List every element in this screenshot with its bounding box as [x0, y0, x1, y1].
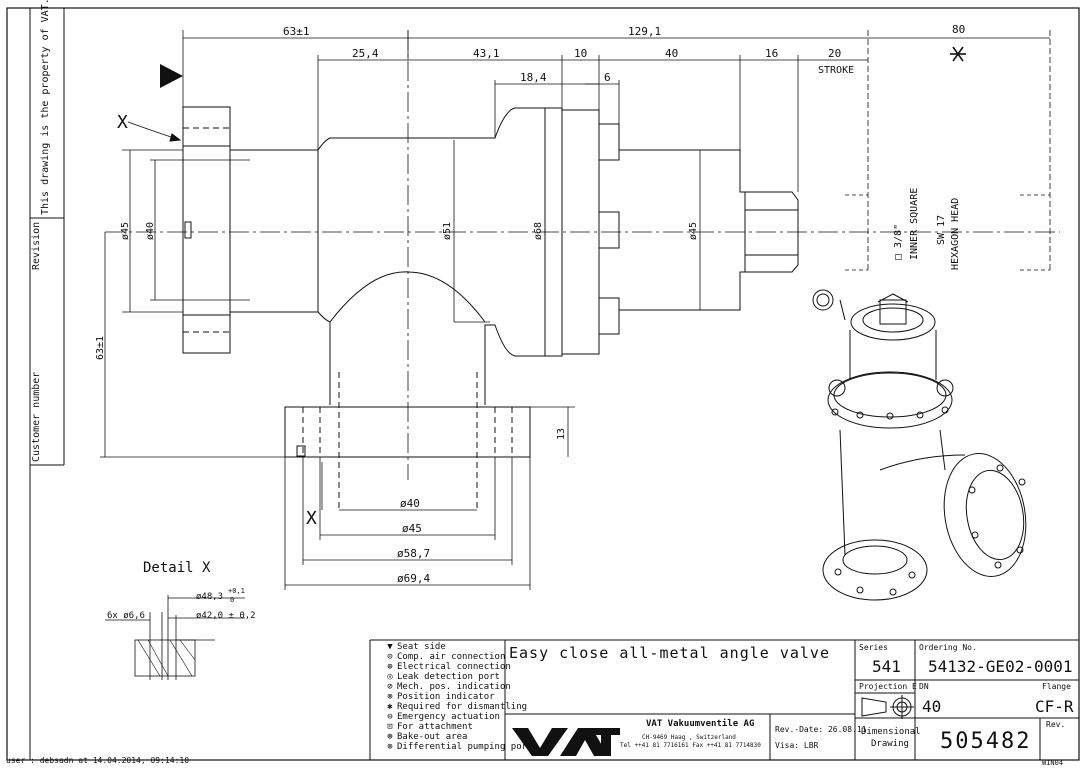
detail-x-view	[105, 595, 245, 680]
dim-18-4: 18,4	[520, 71, 547, 84]
position-indicator-icon	[812, 289, 834, 311]
dim-dia-45-right: ø45	[688, 221, 699, 240]
customer-number-label: Customer number	[31, 371, 42, 462]
flange-label: Flange	[1042, 682, 1071, 691]
vat-logo	[512, 728, 620, 756]
legend-item: ⊚Differential pumping port	[385, 742, 532, 752]
dim-16: 16	[765, 47, 779, 60]
asterisk-icon	[950, 46, 966, 62]
series-label: Series	[859, 643, 888, 652]
company-name: VAT Vakuumventile AG	[646, 719, 755, 729]
vertical-dimensions	[100, 110, 701, 458]
dim-40: 40	[665, 47, 679, 60]
legend-item: ✱Required for dismantling	[385, 702, 527, 712]
dn-label: DN	[919, 682, 929, 691]
series-value: 541	[872, 657, 901, 676]
section-x-bottom: X	[306, 508, 317, 529]
sheet-border	[6, 7, 1080, 761]
left-flange	[182, 106, 231, 354]
dim-129: 129,1	[628, 25, 662, 38]
detail-d48-tol-dn: 0	[230, 596, 235, 604]
legend-item: ⊕Electrical connection	[385, 662, 511, 672]
legend-item: ⊙Comp. air connection	[385, 652, 505, 662]
doc-type-line1: Dimensional	[861, 727, 921, 737]
corner-code: WIN04	[1042, 759, 1064, 767]
dim-dia-45-left: ø45	[120, 221, 131, 240]
legend-item: ⊗Position indicator	[385, 692, 494, 702]
detail-d42: ø42,0 ± 0,2	[196, 611, 256, 621]
doc-type-line2: Drawing	[871, 739, 909, 749]
detail-d48: ø48,3	[196, 592, 224, 602]
sw17-label: SW 17	[936, 214, 947, 245]
stroke-label: STROKE	[818, 65, 855, 76]
seat-side-marker	[160, 64, 183, 88]
dim-dia-68: ø68	[533, 221, 544, 240]
dim-25-4: 25,4	[352, 47, 379, 60]
leak-port-icon: ◎	[387, 672, 393, 682]
flange-value: CF-R	[1035, 697, 1074, 716]
dim-63-left: 63±1	[95, 335, 106, 360]
inner-square-label: INNER SQUARE	[909, 187, 920, 260]
projection-label: Projection E	[859, 682, 917, 691]
top-dimensions	[182, 30, 1051, 271]
dim-80: 80	[952, 23, 966, 36]
hexagon-head-label: HEXAGON HEAD	[950, 197, 961, 270]
rev-label: Rev.	[1046, 720, 1066, 729]
bottom-diameter-dimensions	[284, 457, 531, 590]
electrical-icon: ⊕	[387, 662, 393, 672]
dim-6: 6	[604, 71, 611, 84]
dn-value: 40	[922, 697, 942, 716]
valve-body	[230, 107, 799, 405]
detail-d48-tol-up: +0,1	[228, 587, 245, 595]
bottom-flange	[284, 372, 531, 510]
legend-item: ⊛Bake-out area	[385, 732, 467, 742]
seat-side-icon: ▼	[387, 642, 393, 652]
emergency-icon: ⊖	[387, 712, 393, 722]
dim-10: 10	[574, 47, 588, 60]
legend-item: ◎Leak detection port	[385, 672, 500, 682]
rev-date: Rev.-Date: 26.08.11	[775, 725, 867, 734]
comp-air-icon: ⊙	[387, 652, 393, 662]
drawing-title: Easy close all-metal angle valve	[509, 644, 830, 662]
detail-x-title: Detail X	[143, 560, 211, 576]
company-address: CH-9469 Haag , Switzerland	[642, 734, 736, 741]
section-x-top: X	[117, 112, 128, 133]
title-block-frame	[369, 639, 1079, 760]
asterisk-icon: ✱	[387, 702, 393, 712]
revision-label: Revision	[31, 221, 42, 270]
dim-20: 20	[828, 47, 842, 60]
dim-dia-40-left: ø40	[145, 221, 156, 240]
legend-item: ⊘Mech. pos. indication	[385, 682, 511, 692]
visa: Visa: LBR	[775, 741, 819, 750]
pumping-port-icon: ⊚	[387, 742, 393, 752]
dim-bottom-58: ø58,7	[397, 547, 431, 560]
ordering-value: 54132-GE02-0001	[928, 657, 1073, 676]
legend-item: ⊖Emergency actuation	[385, 712, 500, 722]
drawing-number: 505482	[940, 729, 1032, 754]
dim-43-1: 43,1	[473, 47, 500, 60]
position-indicator-icon: ⊗	[387, 692, 393, 702]
property-note: This drawing is the property of VAT.	[40, 0, 51, 215]
attachment-icon: ⊡	[387, 722, 393, 732]
bakeout-icon: ⊛	[387, 732, 393, 742]
valve-3d-illustration	[822, 293, 1027, 601]
dim-13: 13	[556, 427, 567, 440]
detail-holes: 6x ø6,6	[107, 611, 145, 621]
dim-bottom-45: ø45	[402, 522, 422, 535]
mech-pos-icon: ⊘	[387, 682, 393, 692]
dim-dia-51: ø51	[442, 221, 453, 240]
footer-user-stamp: user : debsadn at 14.04.2014, 09:14:10	[6, 756, 190, 765]
dim-63-top: 63±1	[283, 25, 310, 38]
ordering-label: Ordering No.	[919, 643, 977, 652]
legend-item: ▼Seat side	[385, 642, 446, 652]
company-phone: Tel ++41 81 7716161 Fax ++41 81 7714830	[620, 742, 761, 749]
dim-bottom-69: ø69,4	[397, 572, 431, 585]
legend-item: ⊡For attachment	[385, 722, 473, 732]
inner-square-dim: □ 3/8"	[893, 223, 904, 260]
dim-bottom-40: ø40	[400, 497, 420, 510]
